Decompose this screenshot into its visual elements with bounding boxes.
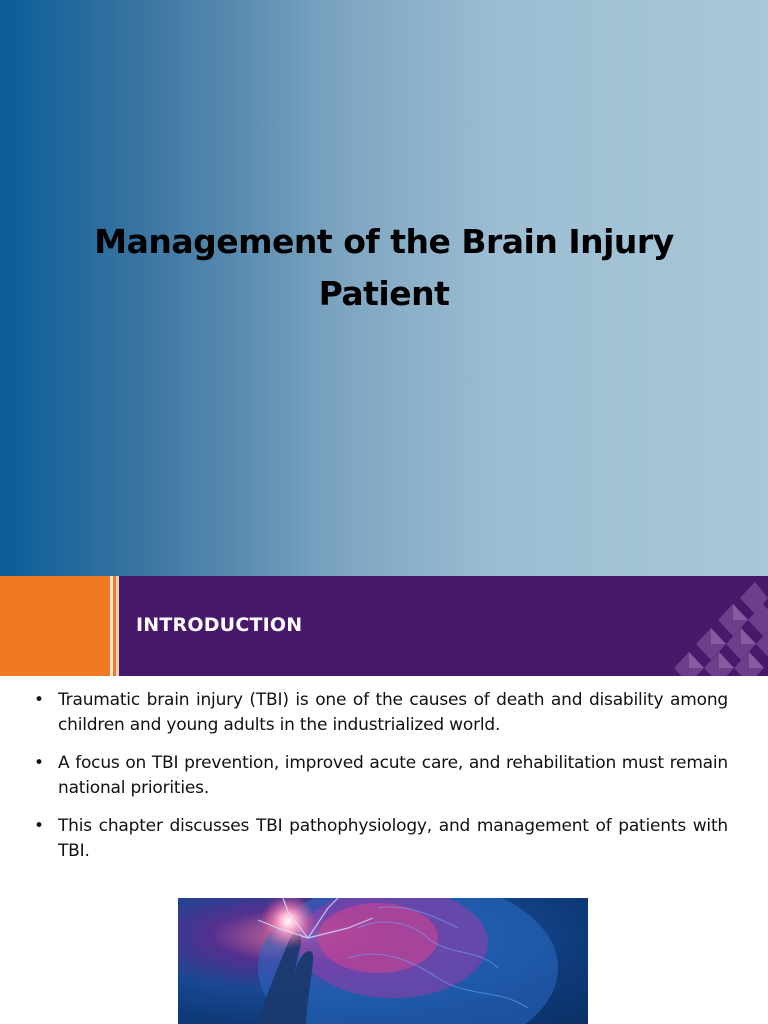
brain-illustration-art — [178, 898, 588, 1024]
brain-injury-illustration — [178, 898, 588, 1024]
title-line-2: Patient — [318, 274, 450, 313]
slide-title: Management of the Brain Injury Patient — [60, 216, 708, 320]
accent-stripe — [113, 576, 116, 676]
introduction-slide: INTRODUCTION — [0, 576, 768, 1024]
header-band: INTRODUCTION — [0, 576, 768, 676]
list-item: • A focus on TBI prevention, improved ac… — [34, 751, 728, 801]
list-item: • This chapter discusses TBI pathophysio… — [34, 814, 728, 864]
title-slide: Management of the Brain Injury Patient — [0, 0, 768, 576]
section-heading: INTRODUCTION — [136, 614, 303, 636]
bullet-text: A focus on TBI prevention, improved acut… — [58, 753, 728, 798]
diamond-pattern-decoration — [674, 582, 768, 676]
orange-accent-block — [0, 576, 110, 676]
bullet-dot: • — [34, 816, 44, 836]
bullet-list: • Traumatic brain injury (TBI) is one of… — [34, 688, 728, 877]
bullet-text: Traumatic brain injury (TBI) is one of t… — [58, 690, 728, 735]
title-line-1: Management of the Brain Injury — [94, 222, 674, 261]
list-item: • Traumatic brain injury (TBI) is one of… — [34, 688, 728, 738]
accent-stripe — [116, 576, 119, 676]
bullet-text: This chapter discusses TBI pathophysiolo… — [58, 816, 728, 861]
accent-stripe — [110, 576, 113, 676]
bullet-dot: • — [34, 690, 44, 710]
bullet-dot: • — [34, 753, 44, 773]
